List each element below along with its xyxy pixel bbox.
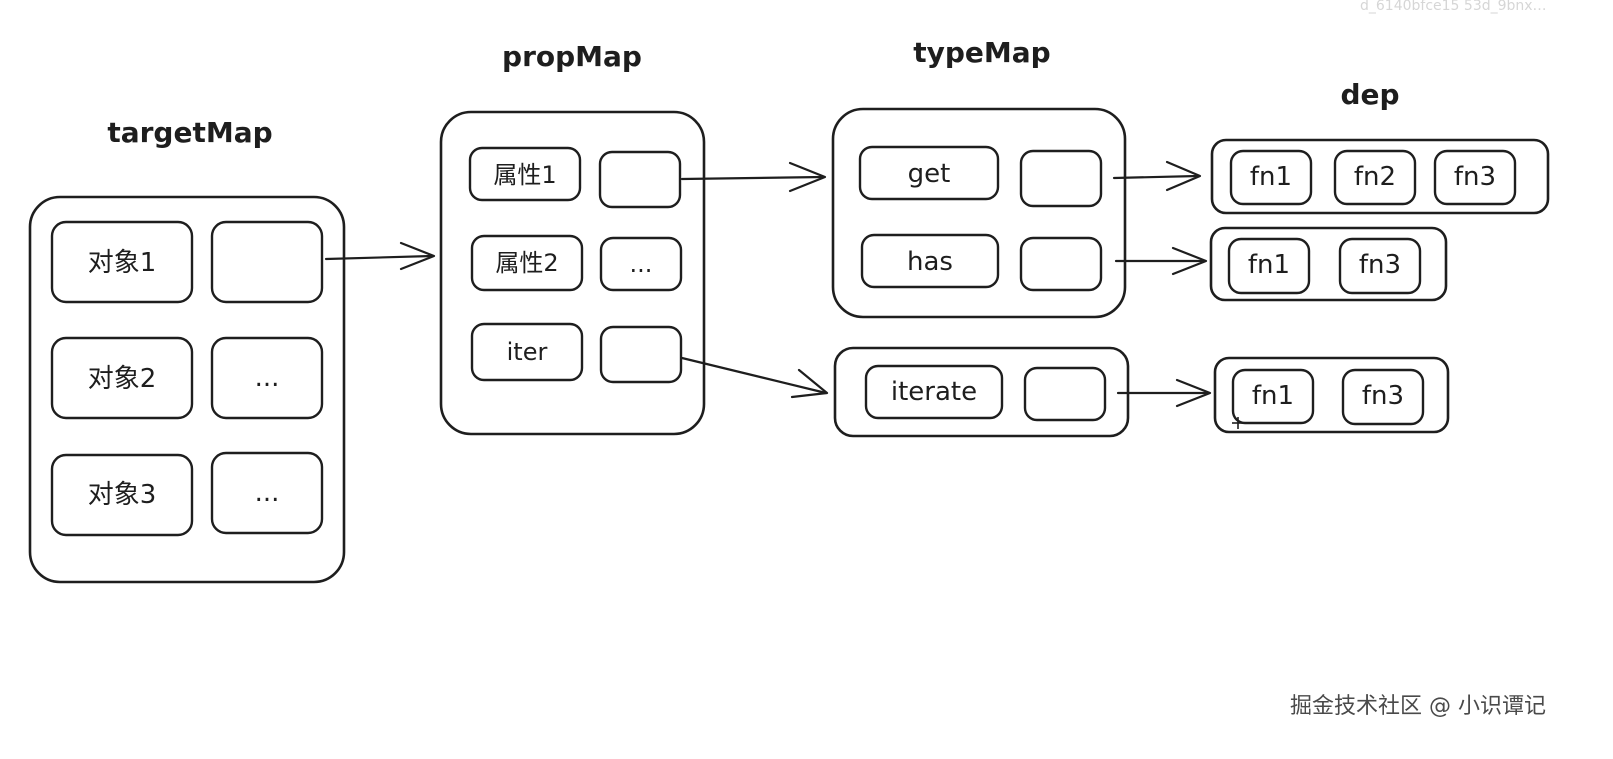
propmap-key-label: 属性2 (495, 249, 558, 277)
typemap-key-label: has (907, 247, 953, 277)
propmap-key-cell (470, 322, 584, 382)
targetmap-value-label: ... (255, 478, 280, 508)
dep-fn-label: fn3 (1454, 162, 1496, 192)
typemap-key-label: get (908, 159, 951, 189)
dep-fn-cell (1433, 149, 1517, 206)
targetmap-value-cell (210, 336, 324, 420)
targetmap-key-label: 对象3 (88, 480, 157, 510)
propmap-value-cell (599, 325, 683, 384)
dep-fn-cell (1341, 368, 1425, 426)
propmap-value-label: ... (630, 250, 653, 278)
dep-fn-cell (1338, 237, 1422, 295)
propmap-value-cell (599, 236, 683, 292)
arrow-iter-to-iterate (680, 356, 829, 399)
dep-fn-label: fn3 (1362, 381, 1404, 411)
arrow-get-to-dep (1112, 160, 1202, 192)
typemap-value-cell (1019, 236, 1103, 292)
bottom-watermark: 掘金技术社区 @ 小识谭记 (1290, 694, 1546, 719)
dep-fn-label: fn1 (1248, 250, 1290, 280)
dep-fn-label: fn3 (1359, 250, 1401, 280)
iterate-key-label: iterate (891, 377, 977, 407)
targetmap-value-label: ... (255, 363, 280, 393)
propmap-key-cell (470, 234, 584, 292)
targetmap-key-cell (50, 336, 194, 420)
propmap-key-cell (468, 146, 582, 202)
propmap-value-cell (598, 150, 682, 209)
dep-fn-cell (1227, 237, 1311, 295)
dep-fn-label: fn1 (1252, 381, 1294, 411)
typemap-key-cell (858, 145, 1000, 201)
targetmap-key-label: 对象1 (88, 248, 157, 278)
iterate-value-cell (1023, 366, 1107, 422)
arrow-targetmap-to-propmap (324, 241, 436, 271)
arrow-iterate-to-dep (1116, 378, 1212, 408)
dep-fn-label: fn1 (1250, 162, 1292, 192)
dep-fn-cell (1333, 149, 1417, 206)
propmap-key-label: 属性1 (493, 161, 556, 189)
iterate-key-cell (864, 364, 1004, 420)
typemap-key-cell (860, 233, 1000, 289)
top-watermark: d_6140bfce15 53d_9bnx… (1360, 0, 1547, 14)
dep-title: dep (1340, 78, 1399, 111)
targetmap-value-cell (210, 220, 324, 304)
targetmap-title: targetMap (107, 116, 272, 149)
targetmap-key-label: 对象2 (88, 364, 157, 394)
dep-fn-cell (1229, 149, 1313, 206)
targetmap-key-cell (50, 453, 194, 537)
propmap-title: propMap (502, 40, 642, 73)
propmap-key-label: iter (507, 338, 548, 366)
arrow-propmap-to-typemap (680, 161, 827, 193)
targetmap-value-cell (210, 451, 324, 535)
cursor-crosshair-icon (1232, 417, 1244, 429)
typemap-title: typeMap (913, 36, 1050, 69)
targetmap-key-cell (50, 220, 194, 304)
dep-fn-cell (1231, 368, 1315, 425)
dep-fn-label: fn2 (1354, 162, 1396, 192)
typemap-value-cell (1019, 149, 1103, 208)
arrow-has-to-dep (1114, 246, 1208, 276)
